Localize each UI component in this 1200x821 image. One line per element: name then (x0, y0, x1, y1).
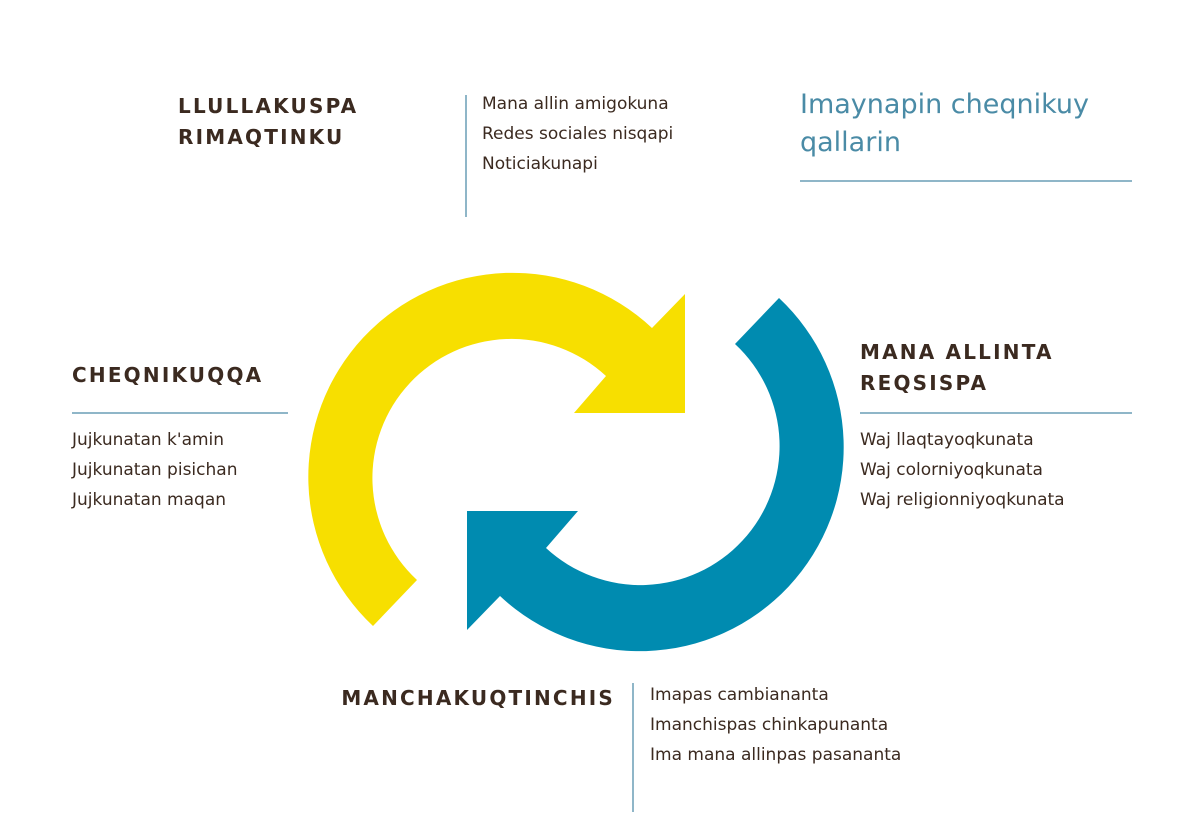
list-item: Waj colorniyoqkunata (860, 460, 1043, 480)
left-divider (72, 412, 288, 414)
list-item: Jujkunatan pisichan (72, 460, 238, 480)
list-item: Mana allin amigokuna (482, 94, 669, 114)
bottom-items: Imapas cambiananta Imanchispas chinkapun… (650, 680, 901, 770)
right-heading-line1: MANA ALLINTA (860, 340, 1054, 364)
list-item: Jujkunatan k'amin (72, 430, 225, 450)
bottom-divider (632, 683, 634, 812)
yellow-cycle-arrow (308, 272, 685, 626)
left-items: Jujkunatan k'amin Jujkunatan pisichan Ju… (72, 425, 237, 515)
right-heading: MANA ALLINTA REQSISPA (860, 337, 1054, 399)
list-item: Jujkunatan maqan (72, 490, 227, 510)
right-heading-line2: REQSISPA (860, 371, 989, 395)
list-item: Waj llaqtayoqkunata (860, 430, 1034, 450)
top-divider (465, 95, 467, 217)
list-item: Imapas cambiananta (650, 685, 829, 705)
right-items: Waj llaqtayoqkunata Waj colorniyoqkunata… (860, 425, 1065, 515)
blue-cycle-arrow (467, 298, 844, 652)
bottom-heading: MANCHAKUQTINCHIS (341, 686, 615, 710)
list-item: Ima mana allinpas pasananta (650, 745, 902, 765)
left-heading: CHEQNIKUQQA (72, 363, 264, 387)
top-items: Mana allin amigokuna Redes sociales nisq… (482, 89, 673, 179)
list-item: Imanchispas chinkapunanta (650, 715, 889, 735)
right-divider (860, 412, 1132, 414)
title-underline (800, 180, 1132, 182)
list-item: Waj religionniyoqkunata (860, 490, 1065, 510)
page-title: Imaynapin cheqnikuy qallarin (800, 89, 1089, 158)
top-heading-line2: RIMAQTINKU (178, 125, 345, 149)
list-item: Noticiakunapi (482, 154, 598, 174)
top-heading: LLULLAKUSPA RIMAQTINKU (178, 91, 358, 153)
list-item: Redes sociales nisqapi (482, 124, 674, 144)
top-heading-line1: LLULLAKUSPA (178, 94, 359, 118)
